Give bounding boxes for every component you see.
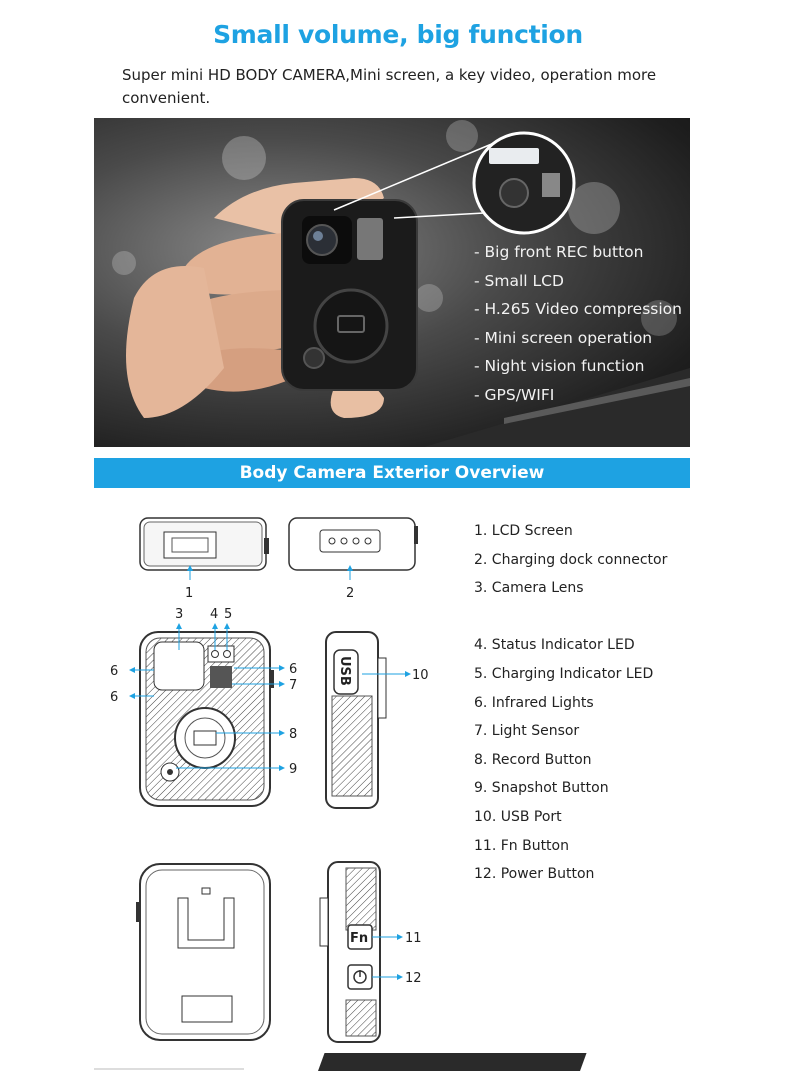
ledge-edge [504,378,690,424]
decorative-strip [318,1053,587,1071]
zoom-lcd [489,148,539,164]
legend-item: 11. Fn Button [474,837,569,854]
legend-item: 9. Snapshot Button [474,780,609,797]
hero-product-photo: - Big front REC button - Small LCD - H.2… [94,118,690,447]
zoom-line [393,212,485,219]
legend-item: 4. Status Indicator LED [474,637,635,654]
callout-label: 5 [224,607,232,622]
legend-item: 12. Power Button [474,866,595,883]
section-banner: Body Camera Exterior Overview [94,458,690,488]
legend-item: 6. Infrared Lights [474,694,594,711]
legend-item: 10. USB Port [474,808,562,825]
lcd-mini-photo [337,315,365,333]
side-view-device [325,631,411,809]
record-button-photo [313,288,389,364]
hand-finger [184,233,304,295]
page-title: Small volume, big function [213,20,583,49]
zoom-lens [499,178,529,208]
legend-item: 2. Charging dock connector [474,551,668,568]
back-view-device [136,863,271,1041]
legend-item: 1. LCD Screen [474,523,573,539]
feature-item: - Night vision function [474,357,645,376]
callout-label: 12 [405,971,422,986]
callout-label: 2 [346,586,354,601]
bottom-view-device [288,517,418,580]
callout-label: 6 [289,662,297,677]
callout-label: 6 [110,664,118,679]
callout-label: 6 [110,690,118,705]
legend-item: 3. Camera Lens [474,580,584,597]
hero-illustration [112,120,690,447]
feature-item: - Mini screen operation [474,328,653,347]
callout-label: 4 [210,607,218,622]
bokeh-dot [568,182,620,234]
decorative-line [94,1068,244,1070]
zoom-line [333,142,495,211]
bokeh-dot [415,284,443,312]
callout-label: 9 [289,762,297,777]
callout-label: 11 [405,931,422,946]
legend-item: 8. Record Button [474,751,592,768]
exterior-diagram: 1 2 3 4 5 6 6 [110,517,429,1043]
usb-port-label: USB [337,656,352,686]
zoom-sensor [542,173,560,197]
callout-label: 1 [185,586,193,601]
lens-reflection [313,231,323,241]
callout-label: 10 [412,668,429,683]
feature-item: - Small LCD [474,271,564,290]
hand-palm [126,266,224,418]
feature-item: - GPS/WIFI [474,385,555,404]
snapshot-button-photo [303,347,325,369]
parts-legend: 1. LCD Screen 2. Charging dock connector… [474,517,667,889]
side-view-buttons-device [319,861,403,1043]
ir-sensor-grid [357,218,383,260]
feature-item: - Big front REC button [474,243,644,261]
callout-label: 7 [289,678,297,693]
front-view-device [129,623,285,807]
bokeh-dot [112,251,136,275]
top-view-device [139,517,269,580]
legend-item: 7. Light Sensor [474,723,580,740]
feature-list: - Big front REC button - Small LCD - H.2… [474,238,682,410]
callout-label: 3 [175,607,183,622]
camera-lens [306,224,338,256]
callout-label: 8 [289,727,297,742]
legend-item: 5. Charging Indicator LED [474,665,654,682]
legend-spacer [474,603,667,632]
feature-item: - H.265 Video compression [474,300,682,319]
bokeh-dot [641,300,677,336]
fn-button-label: Fn [350,931,368,946]
bokeh-dot [222,136,266,180]
bokeh-dot [446,120,478,152]
page-subtitle: Super mini HD BODY CAMERA,Mini screen, a… [122,66,657,107]
